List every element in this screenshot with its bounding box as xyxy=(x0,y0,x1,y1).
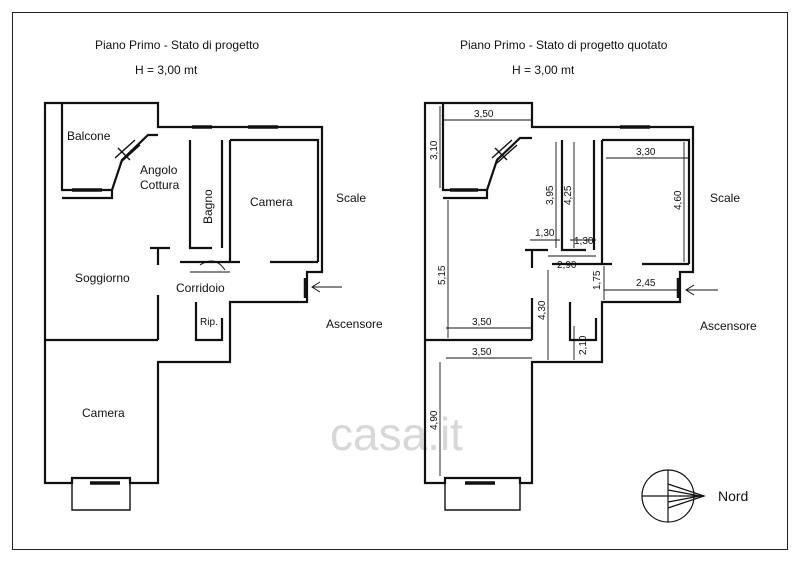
left-balcone-wall xyxy=(60,103,158,192)
dim-210: 2,10 xyxy=(578,335,589,355)
right-corridor-walls xyxy=(525,248,602,342)
dim-350-mid: 3,50 xyxy=(472,317,492,328)
left-balcony-strip xyxy=(71,483,131,511)
dim-350-top: 3,50 xyxy=(474,109,494,120)
right-windows xyxy=(450,125,650,485)
right-outer-walls xyxy=(423,101,695,485)
right-balcone-wall xyxy=(441,103,532,192)
dim-430: 4,30 xyxy=(537,300,548,320)
dim-425: 4,25 xyxy=(563,185,574,205)
room-camera-bottom: Camera xyxy=(82,406,125,420)
right-plan-height: H = 3,00 mt xyxy=(512,63,575,77)
left-kitchen-window xyxy=(114,139,141,164)
dim-245: 2,45 xyxy=(636,278,656,289)
dimension-lines xyxy=(439,106,688,476)
dim-490: 4,90 xyxy=(429,410,440,430)
dim-175: 1,75 xyxy=(592,270,603,290)
dim-395: 3,95 xyxy=(545,185,556,205)
left-corridor-walls xyxy=(150,246,230,342)
room-camera-top: Camera xyxy=(250,195,293,209)
room-angolo-line1: Angolo xyxy=(140,163,178,177)
dim-330: 3,30 xyxy=(636,147,656,158)
left-plan-texts: Piano Primo - Stato di progetto H = 3,00… xyxy=(67,38,383,420)
right-bagno-wall xyxy=(560,140,596,252)
room-ripostiglio: Rip. xyxy=(200,317,218,328)
left-bagno-wall xyxy=(188,140,224,250)
dim-460: 4,60 xyxy=(673,190,684,210)
right-kitchen-window xyxy=(491,139,518,164)
left-door-arc xyxy=(190,260,230,273)
left-plan-height: H = 3,00 mt xyxy=(135,63,198,77)
left-windows xyxy=(72,125,278,485)
right-entrance-arrow xyxy=(685,284,718,296)
right-plan-texts: Piano Primo - Stato di progetto quotato … xyxy=(429,38,757,430)
room-angolo-line2: Cottura xyxy=(140,178,180,192)
room-soggiorno: Soggiorno xyxy=(75,271,130,285)
watermark: casa.it xyxy=(330,408,463,460)
dim-310: 3,10 xyxy=(429,140,440,160)
north-compass xyxy=(641,469,706,523)
room-bagno: Bagno xyxy=(201,189,215,224)
dim-130-a: 1,30 xyxy=(535,228,555,239)
dim-130-b: 1,30 xyxy=(574,236,594,247)
left-kitchen-wall xyxy=(62,190,114,200)
room-corridoio: Corridoio xyxy=(176,281,225,295)
right-kitchen-wall xyxy=(443,190,489,200)
dim-350-low: 3,50 xyxy=(472,347,492,358)
right-balcony-strip xyxy=(444,483,521,511)
right-plan-title: Piano Primo - Stato di progetto quotato xyxy=(460,38,668,52)
compass-label: Nord xyxy=(718,488,748,504)
dim-515: 5,15 xyxy=(437,265,448,285)
label-scale-left: Scale xyxy=(336,191,366,205)
left-entrance-arrow xyxy=(311,281,342,293)
left-plan-title: Piano Primo - Stato di progetto xyxy=(95,38,259,52)
drawing-frame xyxy=(12,12,788,550)
label-ascensore-right: Ascensore xyxy=(700,319,757,333)
dim-290: 2,90 xyxy=(557,260,577,271)
label-scale-right: Scale xyxy=(710,191,740,205)
right-plan xyxy=(423,101,718,511)
left-plan xyxy=(43,101,342,511)
compass-arrow-icon xyxy=(667,483,706,509)
label-ascensore-left: Ascensore xyxy=(326,317,383,331)
room-balcone: Balcone xyxy=(67,129,111,143)
